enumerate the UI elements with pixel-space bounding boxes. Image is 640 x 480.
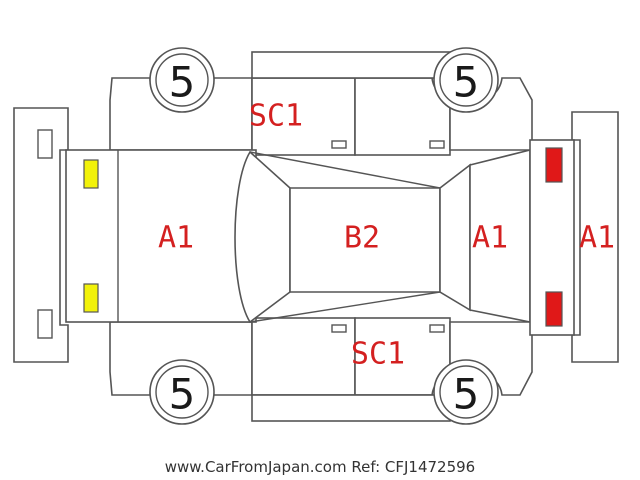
- top-side-panels: [109, 51, 533, 156]
- tire-front-bottom-number: 5: [169, 370, 196, 419]
- cabin: [234, 150, 471, 324]
- tire-rear-left-number: 5: [453, 58, 480, 107]
- damage-code-bottom-side: SC1: [351, 337, 405, 372]
- damage-code-top-side: SC1: [249, 99, 303, 134]
- tire-rear-left: 5: [149, 359, 215, 425]
- watermark-text: www.CarFromJapan.com Ref: CFJ1472596: [165, 458, 475, 476]
- tire-rear-bottom-number: 5: [453, 370, 480, 419]
- tire-front-right: 5: [433, 47, 499, 113]
- front-lamp-bottom: [83, 283, 99, 313]
- front-lamp-top: [83, 159, 99, 189]
- tire-front-left: 5: [149, 47, 215, 113]
- damage-code-trunk: A1: [472, 221, 508, 256]
- trunk: [469, 139, 575, 336]
- rear-lamp-bottom: [545, 291, 563, 327]
- front-bumper: [13, 107, 69, 363]
- tire-rear-right: 5: [433, 359, 499, 425]
- damage-code-hood: A1: [158, 221, 194, 256]
- damage-code-roof: B2: [344, 221, 380, 256]
- tire-front-left-number: 5: [169, 58, 196, 107]
- rear-lamp-top: [545, 147, 563, 183]
- damage-code-rear-bumper: A1: [579, 221, 615, 256]
